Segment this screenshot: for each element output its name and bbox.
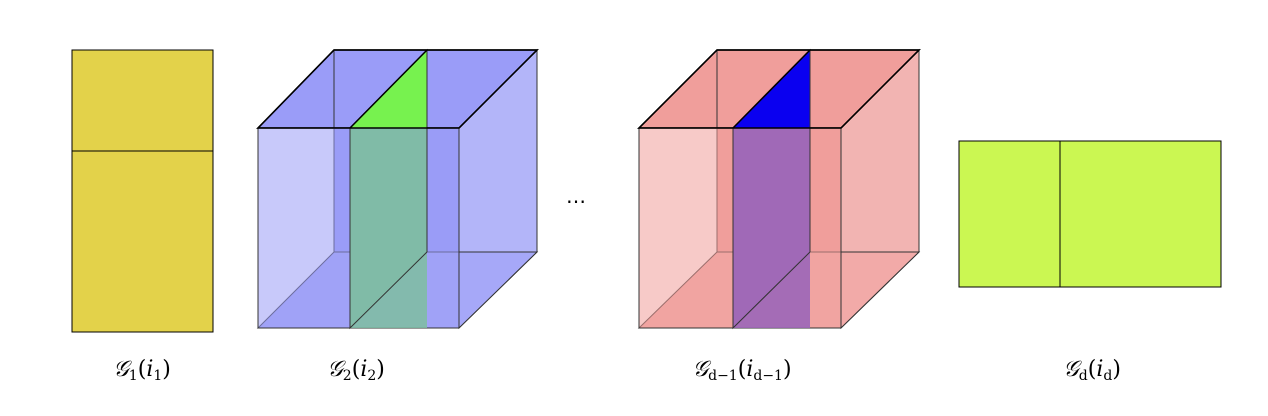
core-2-slice-front [350,128,427,328]
caption-core-1: 𝒢1(i1) [113,357,171,384]
core-d-minus-1-slice-front [733,128,810,328]
core-d-left-cell [958,140,1061,288]
core-1-bottom-cell [71,150,214,333]
core-1-top-cell [71,49,214,152]
ellipsis: … [566,184,588,208]
caption-core-d: 𝒢d(id) [1063,357,1121,384]
core-2-cube [256,48,539,330]
caption-core-d-minus-1: 𝒢d−1(id−1) [692,357,792,384]
caption-core-2: 𝒢2(i2) [327,357,385,384]
core-d-matrix [958,140,1222,288]
core-d-right-cell [1059,140,1222,288]
core-d-minus-1-cube [637,48,921,330]
core-1-matrix [71,49,214,333]
